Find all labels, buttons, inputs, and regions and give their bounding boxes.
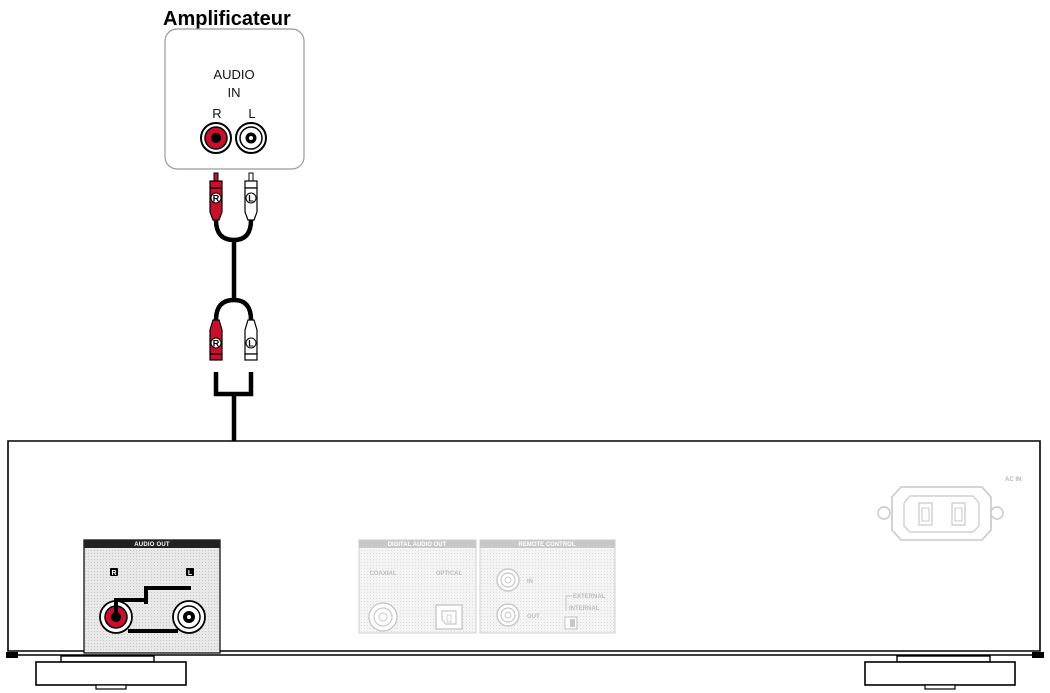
chassis-corner-right (1032, 652, 1044, 658)
optical-jack (435, 604, 463, 630)
external-internal-switch (564, 616, 578, 630)
right-channel-label: R (212, 106, 221, 121)
digital-audio-out-header: DIGITAL AUDIO OUT (388, 542, 447, 548)
optical-label: OPTICAL (436, 571, 463, 577)
coaxial-label: COAXIAL (370, 571, 397, 577)
amplifier-title: Amplificateur (163, 8, 291, 30)
remote-out-jack (496, 603, 520, 627)
foot-left (35, 655, 187, 690)
ac-in-label: AC IN (1005, 477, 1021, 483)
top-right-plug-letter: R (213, 194, 220, 204)
remote-control-header: REMOTE CONTROL (519, 542, 576, 548)
internal-label: INTERNAL (569, 606, 600, 612)
audio-out-right-label: R (111, 570, 116, 577)
device-rear-panel: AUDIO OUT R L (6, 440, 1044, 690)
chassis-corner-left (6, 652, 18, 658)
amp-left-jack (235, 122, 267, 154)
ac-in-inlet: AC IN (877, 477, 1021, 541)
cable-wire (213, 219, 254, 321)
bottom-left-plug-letter: L (248, 339, 254, 349)
digital-audio-out-panel: DIGITAL AUDIO OUT COAXIAL OPTICAL (358, 539, 477, 634)
coaxial-jack (368, 602, 398, 632)
connection-bracket (213, 372, 254, 397)
amp-right-jack (200, 122, 232, 154)
foot-right (864, 655, 1016, 690)
bottom-right-plug: R (209, 319, 223, 361)
remote-in-label: IN (527, 579, 533, 585)
audio-out-header: AUDIO OUT (134, 542, 170, 548)
top-left-plug-letter: L (248, 194, 254, 204)
top-right-plug: R (209, 172, 223, 221)
remote-out-label: OUT (527, 614, 540, 620)
bottom-right-plug-letter: R (213, 339, 220, 349)
amplifier-panel (164, 28, 305, 170)
audio-label: AUDIO (213, 67, 254, 82)
external-label: EXTERNAL (573, 594, 606, 600)
audio-out-left-jack (172, 600, 206, 634)
top-left-plug: L (244, 172, 258, 221)
left-channel-label: L (248, 106, 255, 121)
remote-in-jack (496, 568, 520, 592)
in-label: IN (228, 85, 241, 100)
bottom-left-plug: L (244, 319, 258, 361)
amplifier: Amplificateur AUDIO IN R L (163, 8, 305, 170)
audio-out-left-label: L (188, 570, 193, 577)
remote-control-panel: REMOTE CONTROL IN OUT EXTERNAL INTERNAL (479, 539, 616, 634)
audio-out-panel: AUDIO OUT R L (83, 539, 221, 654)
